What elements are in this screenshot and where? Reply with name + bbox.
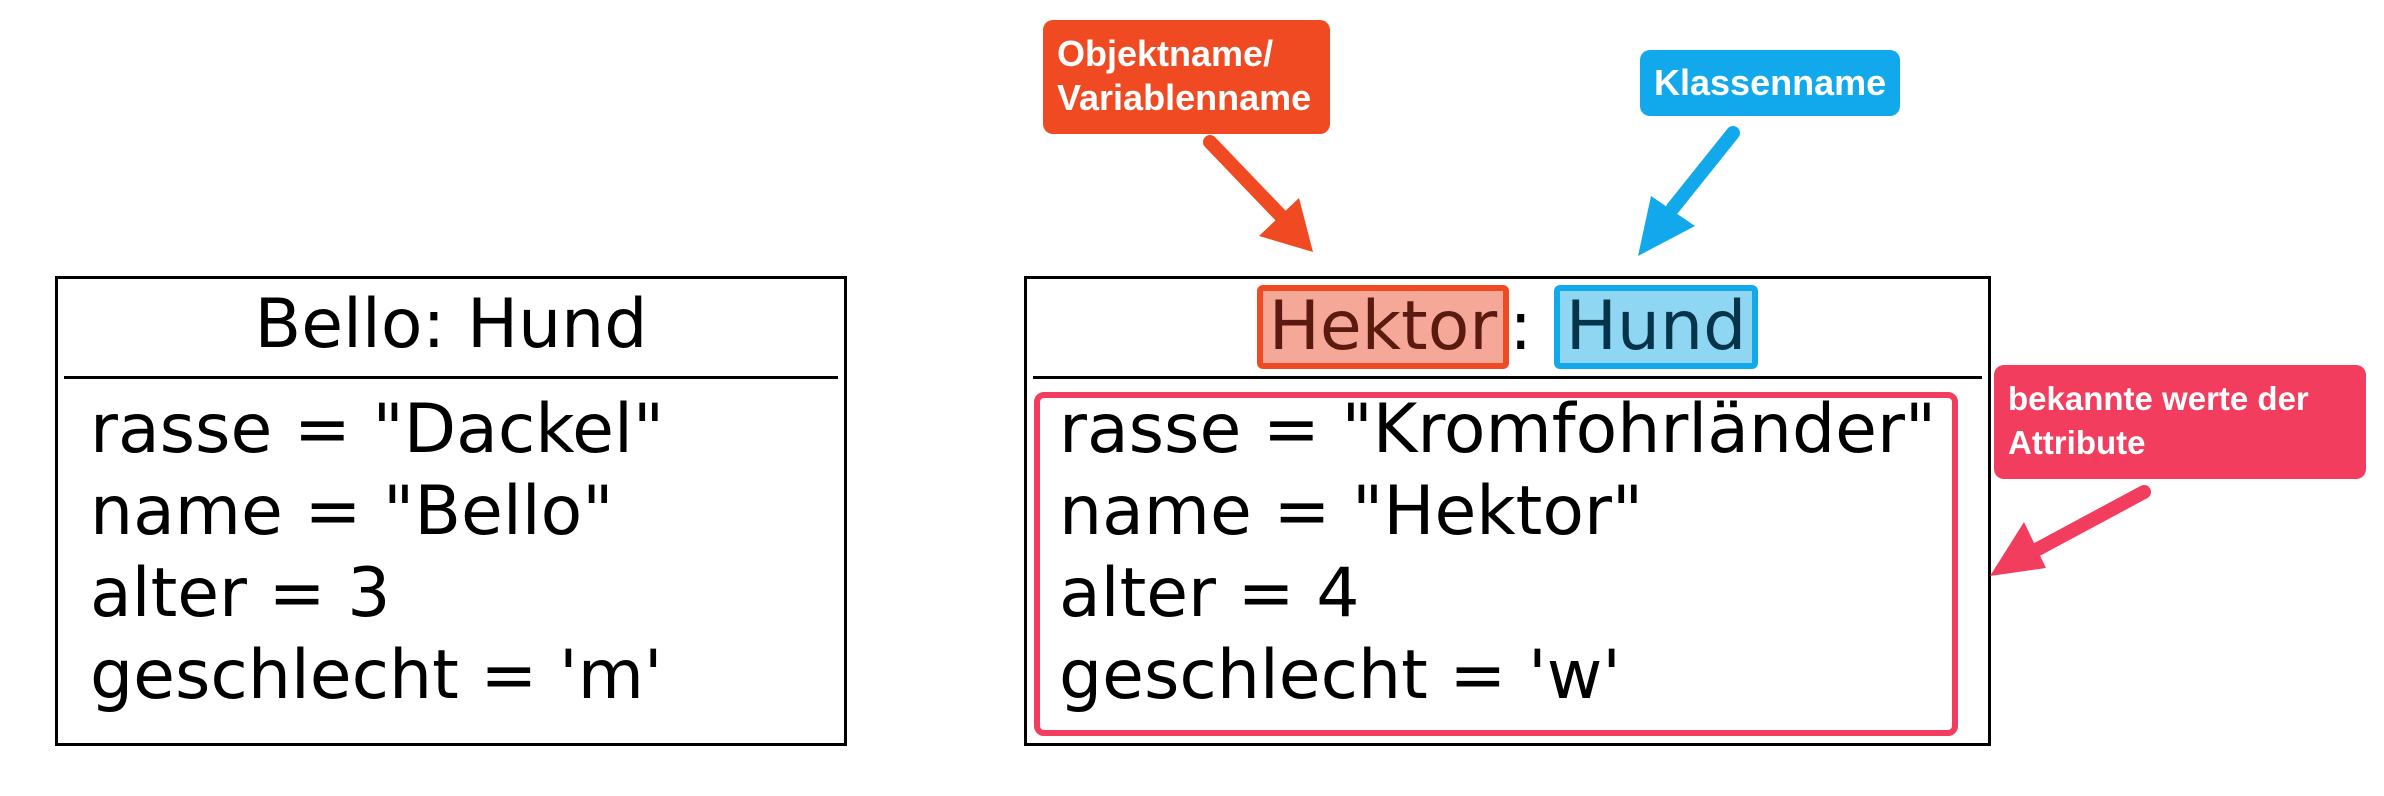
callout-object-name-line1: Objektname/ bbox=[1057, 33, 1274, 74]
callout-attribute-values-line1: bekannte werte der bbox=[2008, 380, 2309, 417]
attribute-name: name = "Hektor" bbox=[1059, 472, 1644, 551]
attribute-list-bello: rasse = "Dackel" name = "Bello" alter = … bbox=[90, 389, 664, 717]
callout-attribute-values-line2: Attribute bbox=[2008, 424, 2146, 461]
arrow-class-name bbox=[1638, 126, 1740, 256]
callout-class-name-label: Klassenname bbox=[1654, 62, 1887, 103]
class-name-highlight: Hund bbox=[1553, 285, 1759, 369]
attribute-rasse: rasse = "Dackel" bbox=[90, 390, 665, 469]
attribute-list-hektor: rasse = "Kromfohrländer" name = "Hektor"… bbox=[1059, 389, 1936, 717]
attribute-geschlecht: geschlecht = 'w' bbox=[1059, 636, 1621, 715]
attribute-geschlecht: geschlecht = 'm' bbox=[90, 636, 663, 715]
object-box-hektor: Hektor: Hund rasse = "Kromfohrländer" na… bbox=[1024, 276, 1991, 746]
callout-object-name: Objektname/ Variablenname bbox=[1043, 20, 1330, 134]
object-title-bello: Bello: Hund bbox=[254, 285, 648, 364]
attribute-alter: alter = 3 bbox=[90, 554, 391, 633]
callout-class-name: Klassenname bbox=[1640, 50, 1900, 116]
object-name-highlight: Hektor bbox=[1256, 285, 1510, 369]
attribute-values-frame bbox=[1034, 392, 1958, 736]
object-title-hektor: Hektor: Hund bbox=[1027, 285, 1988, 369]
attribute-alter: alter = 4 bbox=[1059, 554, 1360, 633]
callout-attribute-values: bekannte werte der Attribute bbox=[1994, 365, 2366, 479]
callout-object-name-line2: Variablenname bbox=[1057, 77, 1312, 118]
arrow-attribute-values bbox=[1990, 485, 2151, 576]
attribute-rasse: rasse = "Kromfohrländer" bbox=[1059, 390, 1937, 469]
object-box-bello: Bello: Hund rasse = "Dackel" name = "Bel… bbox=[55, 276, 847, 746]
object-title-separator: : bbox=[1509, 287, 1554, 366]
object-divider-hektor bbox=[1033, 376, 1982, 379]
object-divider-bello bbox=[64, 376, 838, 379]
attribute-name: name = "Bello" bbox=[90, 472, 614, 551]
arrow-object-name bbox=[1203, 135, 1313, 252]
